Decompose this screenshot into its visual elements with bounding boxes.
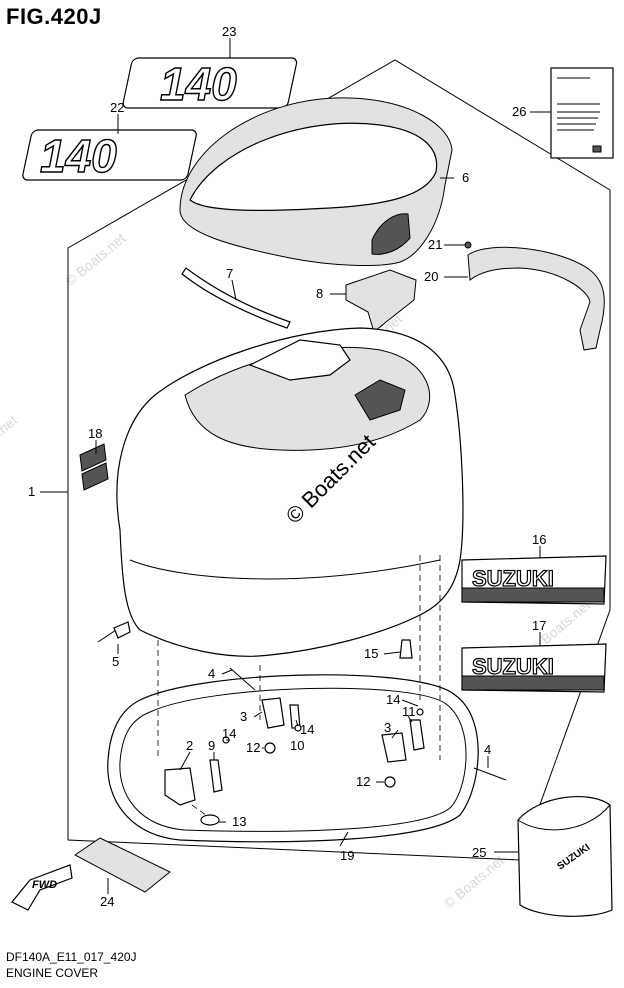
decal-140-text: 140 <box>160 58 237 110</box>
fastener-12 <box>384 776 396 788</box>
grip-handle <box>467 246 605 351</box>
lower-seal-ring <box>107 674 479 843</box>
callout-21: 21 <box>428 237 442 252</box>
air-duct-cover <box>345 269 417 333</box>
callout-5: 5 <box>112 654 119 669</box>
callout-24: 24 <box>100 894 114 909</box>
decal-140-text: 140 <box>40 130 117 182</box>
callout-9: 9 <box>208 738 215 753</box>
callout-14a: 14 <box>386 692 400 707</box>
callout-11: 11 <box>402 704 416 719</box>
assembly-frame <box>67 59 611 861</box>
callout-4b: 4 <box>484 742 491 757</box>
callout-17: 17 <box>532 618 546 633</box>
manual-pouch <box>74 837 171 893</box>
latch-bracket-right <box>381 719 425 763</box>
callout-10: 10 <box>290 738 304 753</box>
linkage-rod <box>473 767 507 781</box>
callout-22: 22 <box>110 100 124 115</box>
figure-title: FIG.420J <box>6 4 102 29</box>
cover-pin <box>97 621 131 643</box>
callout-3a: 3 <box>240 709 247 724</box>
callout-4a: 4 <box>208 666 215 681</box>
callout-26: 26 <box>512 104 526 119</box>
watermark-text: © Boats.net <box>441 852 508 911</box>
linkage-rod <box>229 667 256 691</box>
suzuki-decal-16: SUZUKI <box>461 555 607 605</box>
cover-bag: SUZUKI <box>517 795 613 917</box>
decal-140-upper: 140 <box>122 57 298 111</box>
callout-15: 15 <box>364 646 378 661</box>
figure-code: DF140A_E11_017_420J <box>6 950 137 964</box>
alignment-lines <box>157 555 441 819</box>
seal-strip <box>181 267 291 329</box>
fwd-arrow: FWD <box>11 864 73 911</box>
leader-lines <box>40 38 551 894</box>
screw-21 <box>456 241 472 249</box>
suzuki-emblem <box>79 443 109 491</box>
callout-23: 23 <box>222 24 236 39</box>
callout-25: 25 <box>472 845 486 860</box>
suzuki-decal-text: SUZUKI <box>472 566 554 591</box>
callout-14b: 14 <box>300 722 314 737</box>
owners-manual <box>550 67 614 159</box>
callout-2: 2 <box>186 738 193 753</box>
callout-6: 6 <box>462 170 469 185</box>
latch-bracket-left <box>164 759 223 806</box>
fastener-12 <box>264 742 276 754</box>
fastener-14 <box>416 708 424 716</box>
callout-20: 20 <box>424 269 438 284</box>
callout-18: 18 <box>88 426 102 441</box>
callout-7: 7 <box>226 266 233 281</box>
callout-numbers: 23 22 26 6 7 8 21 20 1 18 16 17 15 4 5 1… <box>28 24 546 909</box>
callout-1: 1 <box>28 484 35 499</box>
callout-14c: 14 <box>222 726 236 741</box>
callout-12a: 12 <box>246 740 260 755</box>
watermark-text: © Boats.net <box>0 412 20 471</box>
watermark-text: © Boats.net <box>62 230 129 289</box>
bolt-15 <box>399 639 413 659</box>
top-cover <box>179 97 453 266</box>
decal-140-lower: 140 <box>22 129 197 183</box>
suzuki-decal-text: SUZUKI <box>472 654 554 679</box>
figure-name: ENGINE COVER <box>6 966 99 980</box>
suzuki-decal-17: SUZUKI <box>461 643 607 693</box>
callout-3b: 3 <box>384 720 391 735</box>
callout-12b: 12 <box>356 774 370 789</box>
engine-cover-body <box>116 327 464 657</box>
grommet-13 <box>200 814 220 826</box>
callout-16: 16 <box>532 532 546 547</box>
callout-19: 19 <box>340 848 354 863</box>
callout-8: 8 <box>316 286 323 301</box>
fwd-text: FWD <box>32 879 57 891</box>
callout-13: 13 <box>232 814 246 829</box>
